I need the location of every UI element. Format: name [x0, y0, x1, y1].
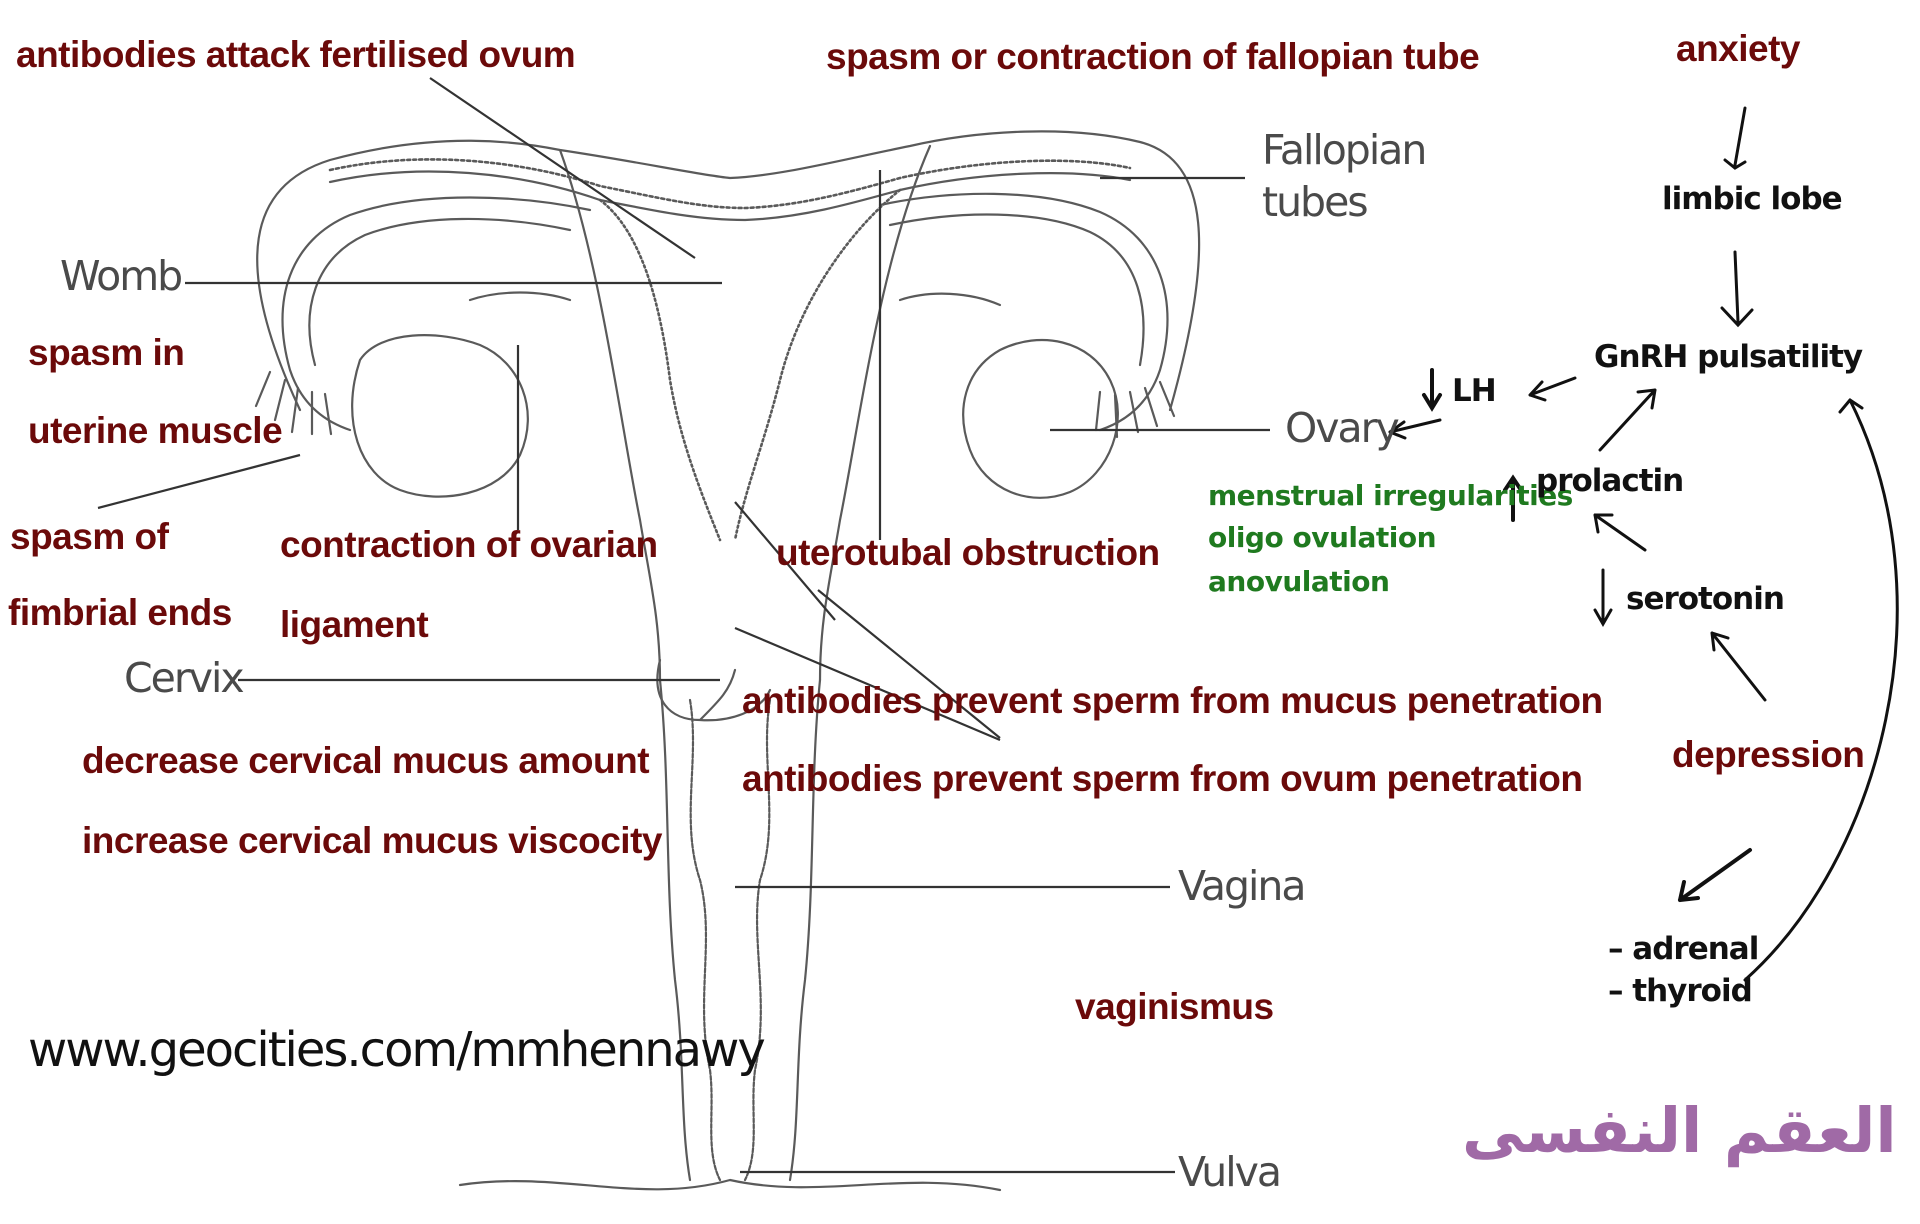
lh-label: LH — [1452, 376, 1496, 407]
fallopian-label-line1: Fallopian — [1262, 130, 1425, 171]
lh-down-arrow — [1424, 370, 1440, 408]
vulva-label: Vulva — [1178, 1152, 1280, 1193]
depression-label: depression — [1672, 736, 1864, 773]
minus-sign: – — [1608, 931, 1632, 967]
spasm-fimbrial-label-line1: spasm of — [10, 518, 168, 555]
anxiety-label: anxiety — [1676, 30, 1800, 67]
spasm-fallopian-label: spasm or contraction of fallopian tube — [826, 38, 1479, 75]
increase-viscosity-label: increase cervical mucus viscocity — [82, 822, 662, 859]
uterine-body-left — [560, 150, 660, 680]
minus-adrenal-label: – adrenal — [1608, 934, 1758, 965]
vulva-curve — [460, 1180, 1000, 1190]
depression-adrenal-arrow — [1680, 850, 1750, 900]
decrease-mucus-label: decrease cervical mucus amount — [82, 742, 649, 779]
gnrh-pulsatility-label: GnRH pulsatility — [1594, 342, 1862, 373]
vagina-left — [660, 680, 690, 1180]
cervix-label: Cervix — [124, 658, 243, 699]
anxiety-limbic-arrow — [1725, 108, 1745, 168]
fimbrial-leader — [98, 455, 300, 508]
ovum-penetration-label: antibodies prevent sperm from ovum penet… — [742, 760, 1582, 797]
left-ovary — [352, 335, 528, 496]
arabic-title: العقم النفسى — [1462, 1100, 1897, 1162]
prolactin-label: prolactin — [1536, 466, 1683, 497]
antibodies-ovum-leader — [430, 78, 695, 258]
right-tube-loop — [880, 194, 1168, 430]
spasm-fimbrial-label-line2: fimbrial ends — [8, 594, 232, 631]
prolactin-gnrh-arrow — [1600, 390, 1655, 450]
gnrh-lh-arrow — [1530, 378, 1575, 400]
thyroid-gnrh-arrow — [1745, 400, 1897, 980]
womb-label: Womb — [60, 256, 181, 297]
adrenal-text: adrenal — [1632, 931, 1758, 967]
uterine-cavity-left — [600, 200, 720, 540]
ovarian-ligament-label-line1: contraction of ovarian — [280, 526, 658, 563]
mucus-penetration-label: antibodies prevent sperm from mucus pene… — [742, 682, 1603, 719]
minus-sign: – — [1608, 973, 1632, 1009]
depression-serotonin-arrow — [1712, 633, 1765, 700]
limbic-lobe-label: limbic lobe — [1662, 184, 1842, 215]
vagina-right — [790, 680, 820, 1180]
left-tube-loop — [283, 198, 591, 431]
fallopian-label-line2: tubes — [1262, 182, 1367, 223]
antibodies-attack-ovum-label: antibodies attack fertilised ovum — [16, 36, 575, 73]
uterine-cavity-right — [735, 190, 900, 540]
menstrual-irregularities-label: menstrual irregularities — [1208, 482, 1573, 510]
uterine-body-right — [820, 146, 930, 680]
vaginal-canal-left — [690, 700, 720, 1180]
oligo-ovulation-label: oligo ovulation — [1208, 524, 1436, 552]
right-ovary — [963, 340, 1118, 498]
limbic-gnrh-arrow — [1722, 252, 1752, 325]
spasm-uterine-label-line2: uterine muscle — [28, 412, 282, 449]
serotonin-label: serotonin — [1626, 584, 1784, 615]
ovary-label: Ovary — [1285, 408, 1398, 449]
minus-thyroid-label: – thyroid — [1608, 976, 1752, 1007]
watermark-url: www.geocities.com/mmhennawy — [28, 1026, 764, 1074]
fallopian-lumen — [330, 159, 1130, 208]
vaginismus-label: vaginismus — [1075, 988, 1274, 1025]
serotonin-prolactin-arrow — [1595, 515, 1645, 550]
thyroid-text: thyroid — [1632, 973, 1752, 1009]
spasm-uterine-label-line1: spasm in — [28, 334, 184, 371]
uterotubal-obstruction-label: uterotubal obstruction — [776, 534, 1160, 571]
anovulation-label: anovulation — [1208, 568, 1389, 596]
serotonin-down-arrow — [1595, 570, 1611, 624]
vagina-label: Vagina — [1178, 866, 1305, 907]
ovarian-ligament-label-line2: ligament — [280, 606, 428, 643]
